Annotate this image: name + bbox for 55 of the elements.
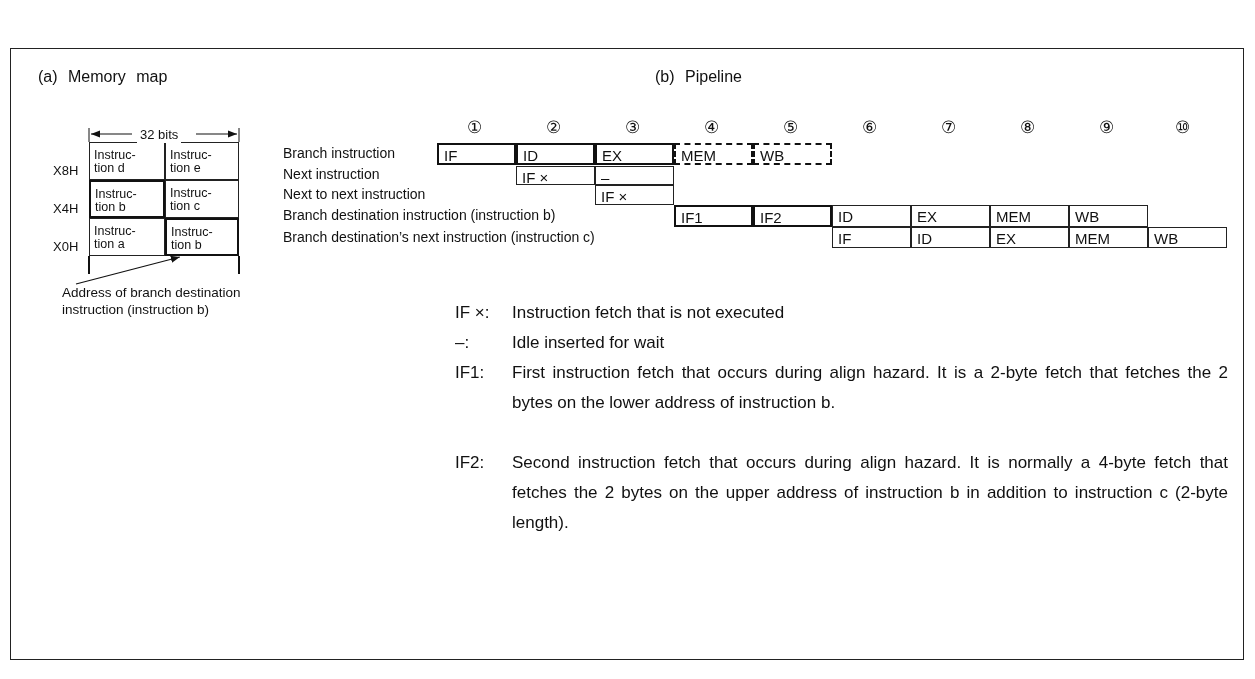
cycle-number: ④: [704, 119, 719, 136]
row-label: Next to next instruction: [283, 186, 426, 203]
pipeline-stage-cell: –: [595, 166, 674, 185]
pipeline-stage-cell: EX: [595, 143, 674, 165]
address-label: X8H: [53, 162, 79, 179]
row-label: Branch destination’s next instruction (instruction c): [283, 229, 595, 246]
memory-cell: Instruc- tion d: [89, 142, 165, 180]
row-label: Branch destination instruction (instruction b): [283, 207, 556, 224]
leader-line: [75, 255, 181, 285]
address-label: X0H: [53, 238, 79, 255]
cycle-number: ⑧: [1020, 119, 1035, 136]
panel-title: (b) Pipeline: [655, 68, 742, 85]
memory-cell: Instruc- tion a: [89, 218, 165, 256]
pipeline-stage-cell: MEM: [990, 205, 1069, 227]
pipeline-stage-cell: IF2: [753, 205, 832, 227]
pipeline-stage-cell: WB: [753, 143, 832, 165]
cycle-number: ⑥: [862, 119, 877, 136]
cycle-number: ⑩: [1175, 119, 1190, 136]
row-label: Branch instruction: [283, 145, 396, 162]
address-label: X4H: [53, 200, 79, 217]
cycle-number: ⑦: [941, 119, 956, 136]
pipeline-stage-cell: IF1: [674, 205, 753, 227]
memory-cell: Instruc- tion b: [165, 218, 239, 256]
pipeline-stage-cell: ID: [911, 227, 990, 248]
pipeline-stage-cell: WB: [1069, 205, 1148, 227]
cycle-number: ②: [546, 119, 561, 136]
pipeline-stage-cell: MEM: [1069, 227, 1148, 248]
pipeline-stage-cell: ID: [832, 205, 911, 227]
note-text: Instruction fetch that is not executed: [512, 302, 786, 324]
memory-cell: Instruc- tion e: [165, 142, 239, 180]
pipeline-stage-cell: EX: [911, 205, 990, 227]
pipeline-stage-cell: EX: [990, 227, 1069, 248]
cycle-number: ①: [467, 119, 482, 136]
pipeline-stage-cell: ID: [516, 143, 595, 165]
note-term: IF2:: [455, 452, 485, 474]
annotation-text: Address of branch destination instruction (instruction b): [62, 284, 302, 318]
row-label: Next instruction: [283, 166, 380, 183]
note-text: Second instruction fetch that occurs during align hazard. It is normally a 4-byte fetch that fetches the 2 bytes on the upper address of instruction b in addition to instruction c (2-byte length).: [512, 452, 1228, 534]
note-term: –:: [455, 332, 470, 354]
memory-cell: Instruc- tion c: [165, 180, 239, 218]
note-term: IF1:: [455, 362, 485, 384]
pipeline-stage-cell: IF: [437, 143, 516, 165]
cycle-number: ③: [625, 119, 640, 136]
pipeline-stage-cell: MEM: [674, 143, 753, 165]
pipeline-stage-cell: IF: [832, 227, 911, 248]
pipeline-stage-cell: IF ×: [595, 185, 674, 205]
note-text: First instruction fetch that occurs during align hazard. It is a 2-byte fetch that fetches the 2 bytes on the lower address of instruction b.: [512, 362, 1228, 414]
note-term: IF ×:: [455, 302, 490, 324]
pipeline-stage-cell: WB: [1148, 227, 1227, 248]
panel-title: (a) Memory map: [38, 68, 168, 85]
pipeline-stage-cell: IF ×: [516, 166, 595, 185]
cycle-number: ⑤: [783, 119, 798, 136]
memory-cell: Instruc- tion b: [89, 180, 165, 218]
note-text: Idle inserted for wait: [512, 332, 666, 354]
cycle-number: ⑨: [1099, 119, 1114, 136]
